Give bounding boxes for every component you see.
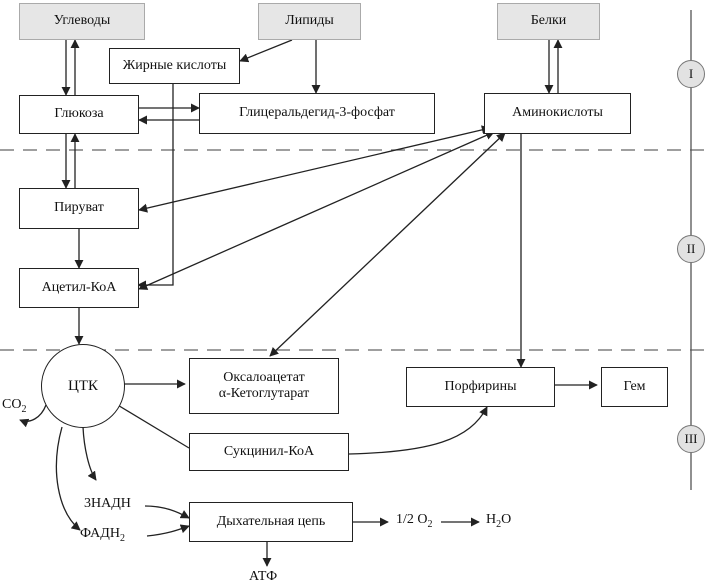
co2-label: CO2 xyxy=(2,397,27,415)
g3p-box: Глицеральдегид-3-фосфат xyxy=(199,93,435,134)
succinyl-coa-box: Сукцинил-КоА xyxy=(189,433,349,471)
glucose-box: Глюкоза xyxy=(19,95,139,134)
g3p-label: Глицеральдегид-3-фосфат xyxy=(239,105,395,121)
porphyrins-label: Порфирины xyxy=(444,378,517,394)
atp-label: АТФ xyxy=(249,569,278,584)
edge-tca-nadh xyxy=(82,426,97,481)
half-o2-label: 1/2 O2 xyxy=(396,512,433,530)
h2o-label: H2O xyxy=(486,512,512,530)
edge-succinyl-porphyrins xyxy=(348,406,488,455)
stage-badge-3: III xyxy=(677,425,705,453)
oxaloacetate-label: Оксалоацетат xyxy=(223,369,305,385)
pyruvate-label: Пируват xyxy=(54,200,104,216)
stage-badge-1: I xyxy=(677,60,705,88)
tca-label: ЦТК xyxy=(68,377,98,394)
pyruvate-box: Пируват xyxy=(19,188,139,229)
glucose-label: Глюкоза xyxy=(54,106,104,122)
edge-amino-acetyl xyxy=(138,131,495,290)
carbs-label: Углеводы xyxy=(53,13,111,29)
edge-tca-co2 xyxy=(19,404,47,428)
heme-box: Гем xyxy=(601,367,668,407)
edge-amino-oxalo xyxy=(269,132,506,357)
amino-acids-label: Аминокислоты xyxy=(512,105,603,121)
amino-acids-box: Аминокислоты xyxy=(484,93,631,134)
edge-tca-succinyl xyxy=(115,403,190,449)
edge-fatty-acetyl xyxy=(137,82,174,290)
oxaloacetate-box: Оксалоацетат α-Кетоглутарат xyxy=(189,358,339,414)
heme-label: Гем xyxy=(623,378,646,394)
carbs-box: Углеводы xyxy=(19,3,145,40)
ketoglutarate-label: α-Кетоглутарат xyxy=(218,386,310,401)
stage-badge-2: II xyxy=(677,235,705,263)
fatty-acids-label: Жирные кислоты xyxy=(122,57,227,73)
resp-chain-label: Дыхательная цепь xyxy=(216,513,326,529)
lipids-box: Липиды xyxy=(258,3,361,40)
edge-fadh-resp xyxy=(146,524,190,537)
edge-lipids-fatty xyxy=(239,39,293,63)
tca-circle: ЦТК xyxy=(41,344,125,428)
lipids-label: Липиды xyxy=(285,13,334,29)
edge-tca-fadh xyxy=(55,426,81,531)
acetyl-coa-box: Ацетил-КоА xyxy=(19,268,139,308)
fatty-acids-box: Жирные кислоты xyxy=(109,48,240,84)
edge-nadh-resp xyxy=(144,505,190,519)
acetyl-coa-label: Ацетил-КоА xyxy=(41,279,117,295)
proteins-box: Белки xyxy=(497,3,600,40)
proteins-label: Белки xyxy=(530,13,567,29)
nadh-label: 3НАДН xyxy=(84,496,131,511)
resp-chain-box: Дыхательная цепь xyxy=(189,502,353,542)
succinyl-coa-label: Сукцинил-КоА xyxy=(223,443,315,459)
porphyrins-box: Порфирины xyxy=(406,367,555,407)
fadh2-label: ФАДН2 xyxy=(80,526,125,544)
